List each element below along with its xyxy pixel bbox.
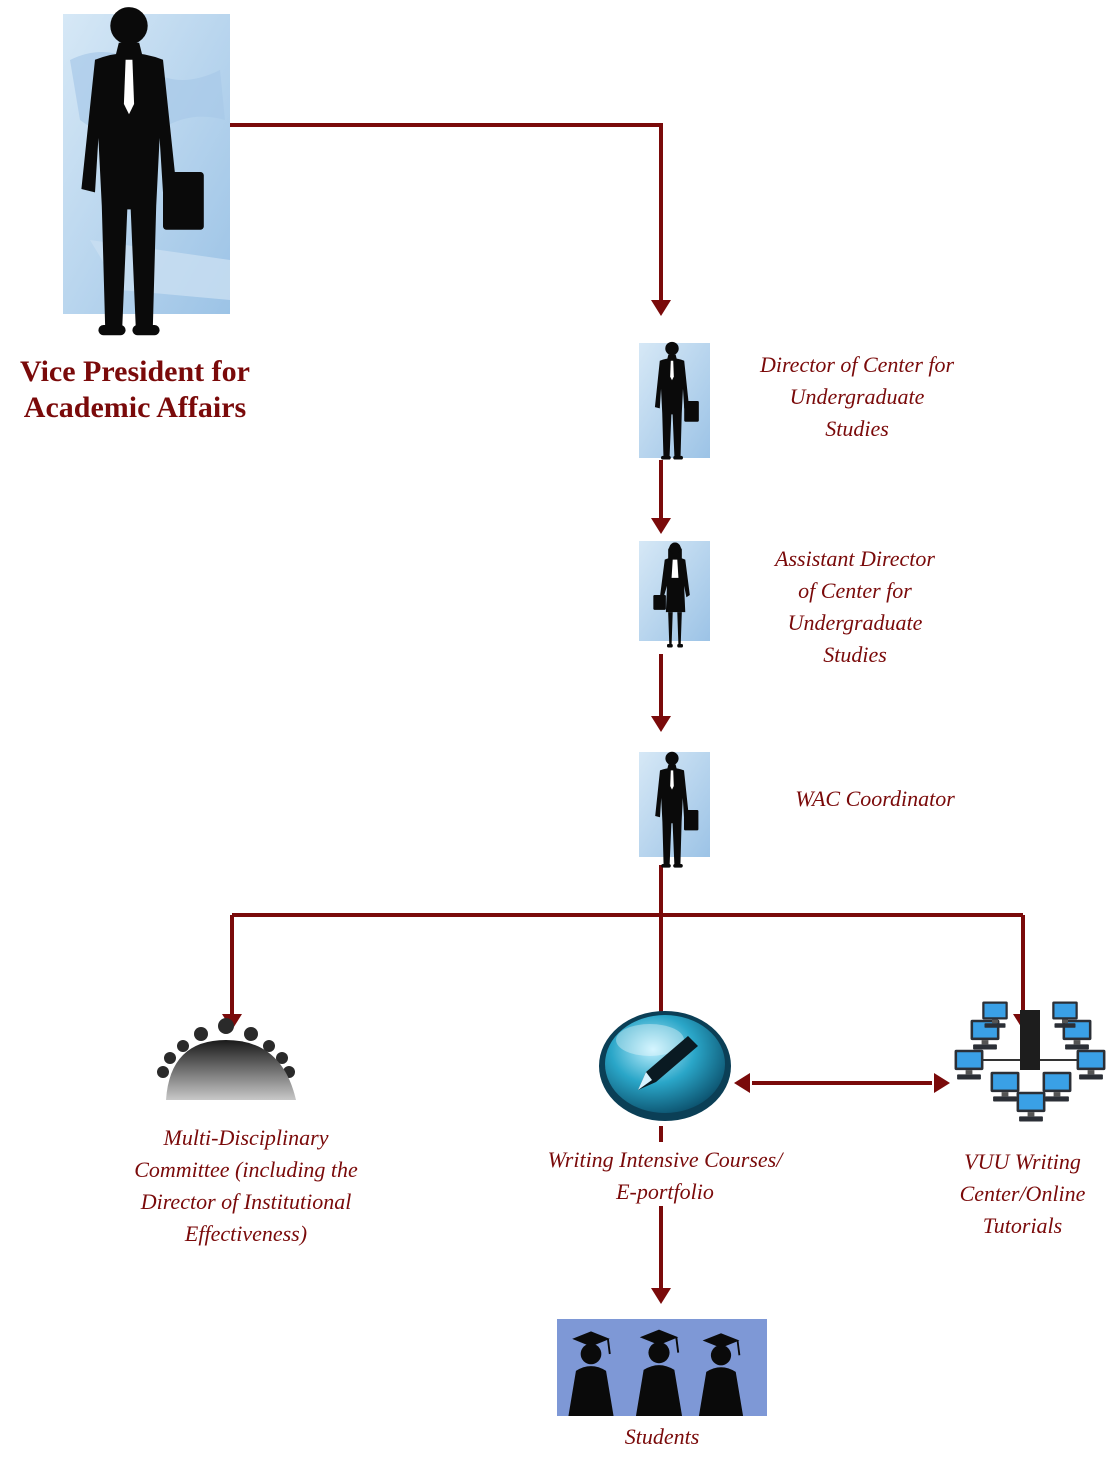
assistant-label-line: Studies [823, 642, 887, 667]
assistant-label: Assistant Director of Center for Undergr… [725, 543, 985, 671]
director-portrait [639, 341, 710, 460]
assistant-portrait [639, 541, 710, 648]
committee-label-line: Committee (including the [134, 1157, 358, 1182]
arrowhead [651, 716, 671, 732]
assistant-label-line: Undergraduate [787, 610, 923, 635]
courses-label-line: Writing Intensive Courses/ [547, 1147, 783, 1172]
committee-label: Multi-Disciplinary Committee (including … [96, 1122, 396, 1250]
arrowhead [734, 1073, 750, 1093]
wac-label: WAC Coordinator [740, 783, 1010, 815]
center-label-line: VUU Writing [964, 1149, 1081, 1174]
vp-portrait [63, 7, 230, 336]
conference-table-icon [157, 1018, 296, 1100]
committee-label-line: Effectiveness) [184, 1221, 308, 1246]
students-label-line: Students [624, 1424, 700, 1449]
wac-portrait [639, 751, 710, 868]
assistant-label-line: of Center for [798, 578, 912, 603]
courses-label: Writing Intensive Courses/ E-portfolio [505, 1144, 825, 1208]
assistant-label-line: Assistant Director [775, 546, 935, 571]
director-label-line: Director of Center for [759, 352, 955, 377]
center-label-line: Center/Online [959, 1181, 1086, 1206]
vp-label: Vice President for Academic Affairs [0, 354, 270, 426]
director-label: Director of Center for Undergraduate Stu… [712, 349, 1002, 445]
courses-label-line: E-portfolio [616, 1179, 714, 1204]
arrowhead [651, 518, 671, 534]
arrowhead [934, 1073, 950, 1093]
wac-label-line: WAC Coordinator [795, 786, 955, 811]
center-label: VUU Writing Center/Online Tutorials [935, 1146, 1110, 1242]
students-label: Students [562, 1421, 762, 1453]
students-portrait [557, 1319, 767, 1416]
computer-network-icon [954, 1001, 1106, 1122]
arrowhead [651, 300, 671, 316]
committee-label-line: Director of Institutional [140, 1189, 352, 1214]
committee-label-line: Multi-Disciplinary [163, 1125, 329, 1150]
director-label-line: Studies [825, 416, 889, 441]
arrowhead [651, 1288, 671, 1304]
pen-orb-icon [599, 1011, 731, 1121]
director-label-line: Undergraduate [789, 384, 925, 409]
vp-label-line: Academic Affairs [23, 391, 247, 424]
center-label-line: Tutorials [982, 1213, 1063, 1238]
vp-label-line: Vice President for [20, 355, 250, 388]
